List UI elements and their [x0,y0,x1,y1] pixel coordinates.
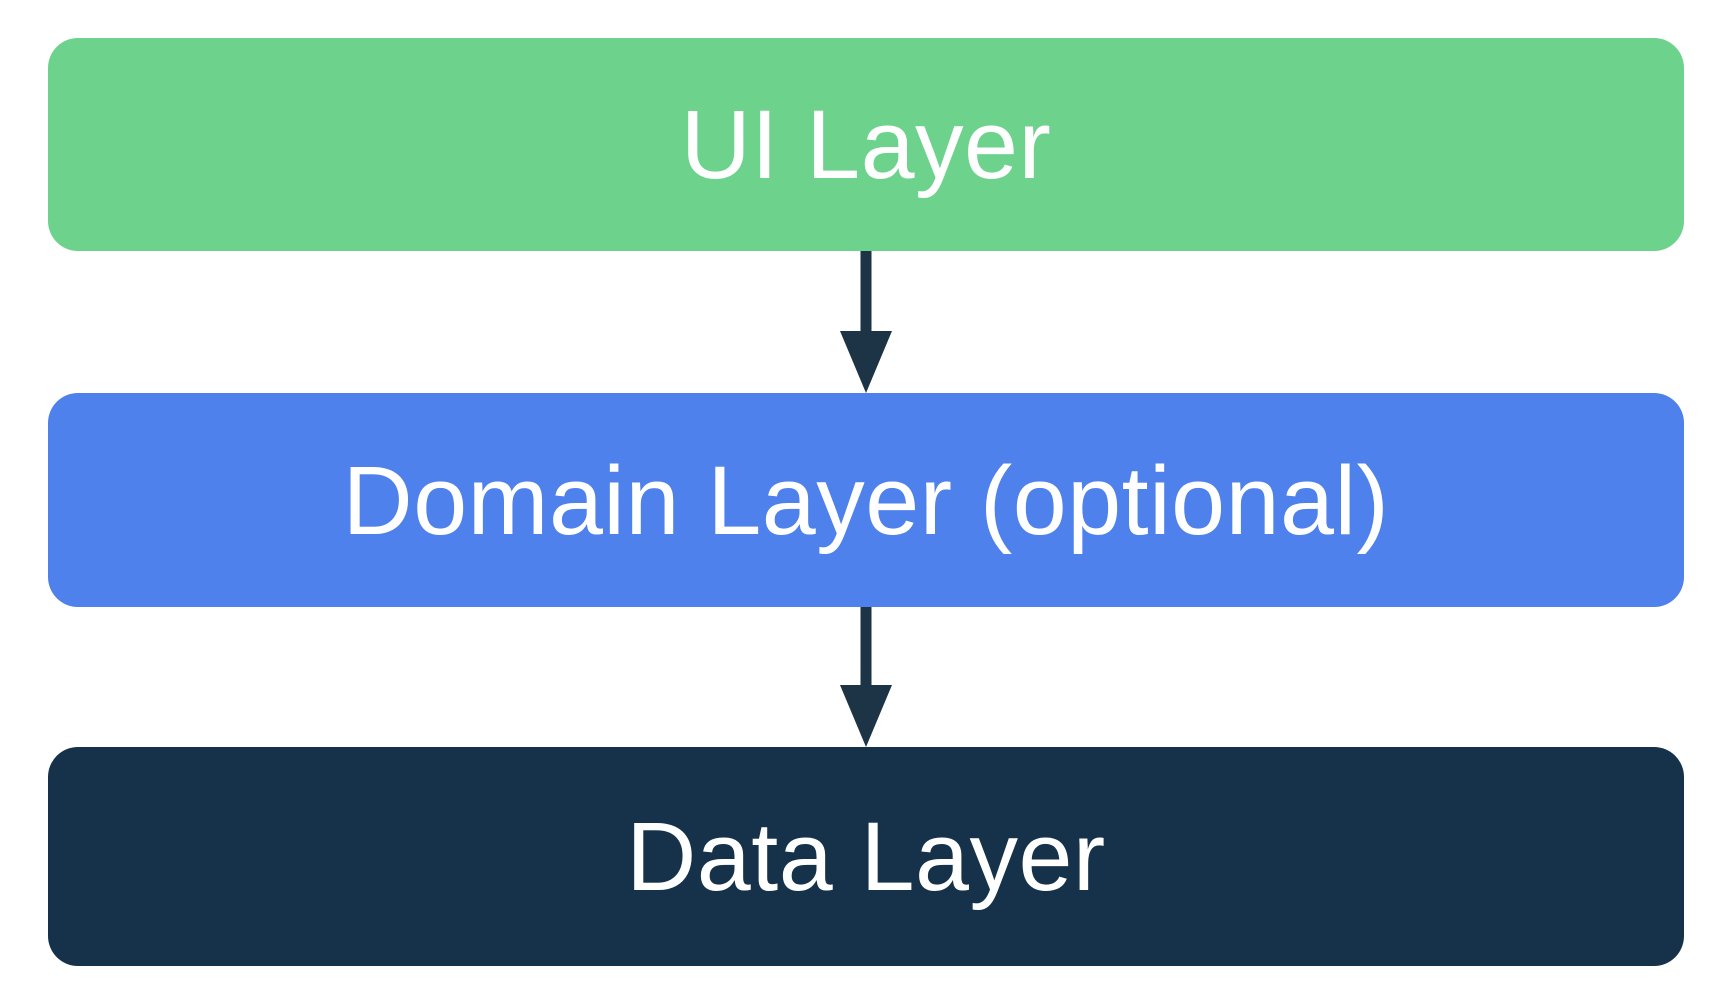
data-layer-label: Data Layer [626,802,1106,911]
domain-layer-label: Domain Layer (optional) [342,445,1390,555]
down-arrow-icon [840,251,892,393]
down-arrow-icon [840,607,892,747]
domain-layer-box: Domain Layer (optional) [48,393,1684,607]
ui-layer-box: UI Layer [48,38,1684,251]
data-layer-box: Data Layer [48,747,1684,966]
ui-layer-label: UI Layer [680,90,1052,199]
